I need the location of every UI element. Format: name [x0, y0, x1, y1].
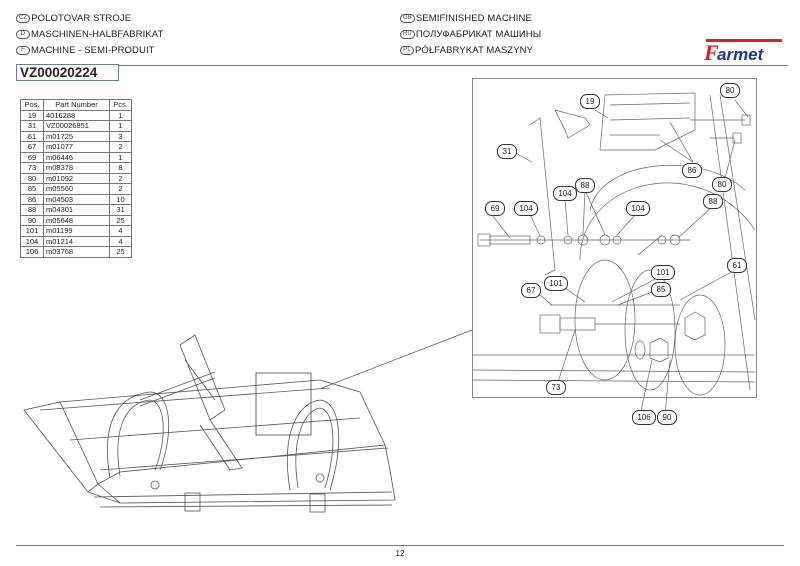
callout-80-top: 80 — [720, 83, 740, 98]
callout-67: 67 — [521, 283, 541, 298]
title-text-cz: POLOTOVAR STROJE — [31, 13, 132, 24]
machine-overview — [23, 334, 396, 513]
callout-101-b: 101 — [651, 265, 675, 280]
callout-61: 61 — [727, 258, 747, 273]
header-divider — [118, 65, 788, 66]
cell-pcs: 1 — [109, 120, 132, 132]
callout-90: 90 — [657, 410, 677, 425]
hub-disc — [574, 259, 636, 381]
cell-pcs: 10 — [109, 193, 132, 205]
title-de: D MASCHINEN-HALBFABRIKAT — [16, 29, 163, 40]
cell-pcs: 31 — [109, 204, 132, 216]
part-31-arm — [529, 117, 556, 276]
title-cz: CZ POLOTOVAR STROJE — [16, 13, 131, 24]
part-19-plate — [599, 92, 696, 151]
callout-104-b: 104 — [514, 201, 538, 216]
assembly-code: VZ00020224 — [16, 64, 119, 81]
overview-inset-box — [255, 372, 312, 436]
lang-badge-gb: GB — [400, 14, 415, 23]
callout-104-c: 104 — [626, 201, 650, 216]
lang-badge-de: D — [16, 30, 30, 39]
logo-red-bar — [706, 39, 782, 42]
callout-88-b: 88 — [703, 194, 723, 209]
farmet-logo: F armet — [703, 39, 782, 64]
title-text-fr: MACHINE - SEMI-PRODUIT — [31, 45, 155, 56]
lang-badge-fr: F — [16, 46, 30, 55]
lang-badge-cz: CZ — [16, 14, 31, 23]
arrow-shape — [554, 109, 591, 139]
callout-86: 86 — [682, 163, 702, 178]
title-ru: RU ПОЛУФАБРИКАТ МАШИНЫ — [400, 29, 541, 40]
title-gb: GB SEMIFINISHED MACHINE — [400, 13, 532, 24]
cell-pcs: 1 — [109, 151, 132, 163]
detail-view-frame — [472, 78, 757, 398]
title-text-gb: SEMIFINISHED MACHINE — [415, 13, 532, 24]
nut-90 — [649, 337, 669, 363]
lang-badge-pl: PL — [400, 46, 414, 55]
cell-pcs: 2 — [109, 183, 132, 195]
page-number: 12 — [395, 549, 405, 558]
cell-pcs: 25 — [109, 246, 132, 258]
frame-left-plate — [23, 401, 99, 493]
callout-85: 85 — [651, 282, 671, 297]
cell-pcs: 8 — [109, 162, 132, 174]
cell-pcs: 4 — [109, 235, 132, 247]
hitch-tower — [179, 334, 226, 421]
callout-73: 73 — [546, 380, 566, 395]
nut-right — [684, 311, 706, 341]
callout-80-bottom: 80 — [712, 177, 732, 192]
callout-101-a: 101 — [544, 276, 568, 291]
callout-106: 106 — [632, 410, 656, 425]
title-text-ru: ПОЛУФАБРИКАТ МАШИНЫ — [415, 29, 542, 40]
title-fr: F MACHINE - SEMI-PRODUIT — [16, 45, 155, 56]
callout-104-a: 104 — [553, 186, 577, 201]
callout-19: 19 — [580, 94, 600, 109]
logo-letter-f: F — [703, 40, 719, 64]
title-pl: PL PÓŁFABRYKAT MASZYNY — [400, 45, 533, 56]
logo-text-armet: armet — [717, 45, 765, 64]
cell-pcs: 4 — [109, 225, 132, 237]
callout-31: 31 — [497, 144, 517, 159]
callout-69: 69 — [485, 201, 505, 216]
detail-view-drawing — [471, 92, 756, 416]
footer-divider — [16, 545, 784, 546]
lang-badge-ru: RU — [400, 30, 415, 39]
cell-pcs: 2 — [109, 172, 132, 184]
detail-leader-line — [321, 329, 473, 389]
title-text-de: MASCHINEN-HALBFABRIKAT — [31, 29, 164, 40]
title-text-pl: PÓŁFABRYKAT MASZYNY — [415, 45, 534, 56]
cell-pcs: 2 — [109, 141, 132, 153]
wheel-arc-2 — [579, 182, 756, 261]
cell-pcs: 3 — [109, 130, 132, 142]
washer-106 — [634, 340, 646, 360]
cell-pcs: 25 — [109, 214, 132, 226]
arch-right — [286, 399, 340, 491]
callout-88-a: 88 — [575, 178, 595, 193]
arch-left — [107, 391, 170, 479]
